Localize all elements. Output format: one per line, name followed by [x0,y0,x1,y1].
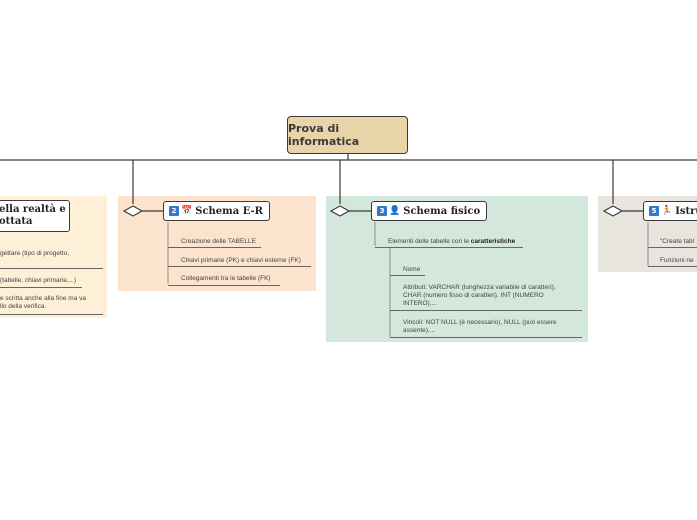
topic-3-subtopic-bold: caratteristiche [470,238,516,245]
person-running-icon: 🏃 [661,206,673,216]
topic-1-item-2[interactable]: (tabelle, chiavi primarie,...) [0,277,77,284]
topic-2-item-2[interactable]: Chiavi primarie (PK) e chiavi esterne (F… [181,257,301,264]
topic-1-item-1[interactable]: gettare (tipo di progetto, [0,250,70,257]
topic-2-label: Schema E-R [195,205,263,217]
topic-1-title-line1: ella realtà e [0,204,66,215]
topic-5-item-1[interactable]: "Create tabl [660,238,695,245]
topic-1-title-line2: ottata [0,216,33,227]
calendar-icon: 📅 [181,206,193,216]
topic-3-sub-item-2b[interactable]: CHAR (numero fisso di caratteri), INT (N… [403,292,544,299]
topic-3-sub-item-1[interactable]: Nome [403,266,421,273]
topic-5-label: Istru [675,205,697,217]
topic-3-sub-item-2a[interactable]: Attributi: VARCHAR (lunghezza variabile … [403,284,556,291]
topic-1-title[interactable]: ella realtà e ottata [0,200,70,232]
topic-3-sub-item-3b[interactable]: assente),... [403,327,436,334]
topic-2-item-1[interactable]: Creazione delle TABELLE [181,238,256,245]
collapse-toggle-4 [602,205,624,217]
topic-3-sub-item-2c[interactable]: INTERO),... [403,300,437,307]
topic-2-item-3[interactable]: Collegamenti tra le tabelle (FK) [181,275,271,282]
topic-5-item-2[interactable]: Funzioni ne [660,257,694,264]
number-badge-3: 3 [377,206,387,216]
number-badge-5: 5 [649,206,659,216]
topic-5-title[interactable]: 5 🏃 Istru [643,201,697,221]
topic-3-label: Schema fisico [403,205,481,217]
person-icon: 👤 [389,206,401,216]
topic-1-item-3[interactable]: e scritta anche alla fine ma va [0,295,86,302]
topic-3-subtopic[interactable]: Elementi delle tabelle con le caratteris… [388,238,515,247]
central-topic[interactable]: Prova di informatica [287,116,408,154]
collapse-toggle-2 [122,205,144,217]
topic-1-item-3b[interactable]: llo della verifica. [0,303,47,310]
number-badge-2: 2 [169,206,179,216]
topic-3-sub-item-3a[interactable]: Vincoli: NOT NULL (è necessario), NULL (… [403,319,557,326]
collapse-toggle-3 [329,205,351,217]
topic-2-title[interactable]: 2 📅 Schema E-R [163,201,270,221]
topic-3-title[interactable]: 3 👤 Schema fisico [371,201,488,221]
topic-3-subtopic-text: Elementi delle tabelle con le [388,238,471,245]
